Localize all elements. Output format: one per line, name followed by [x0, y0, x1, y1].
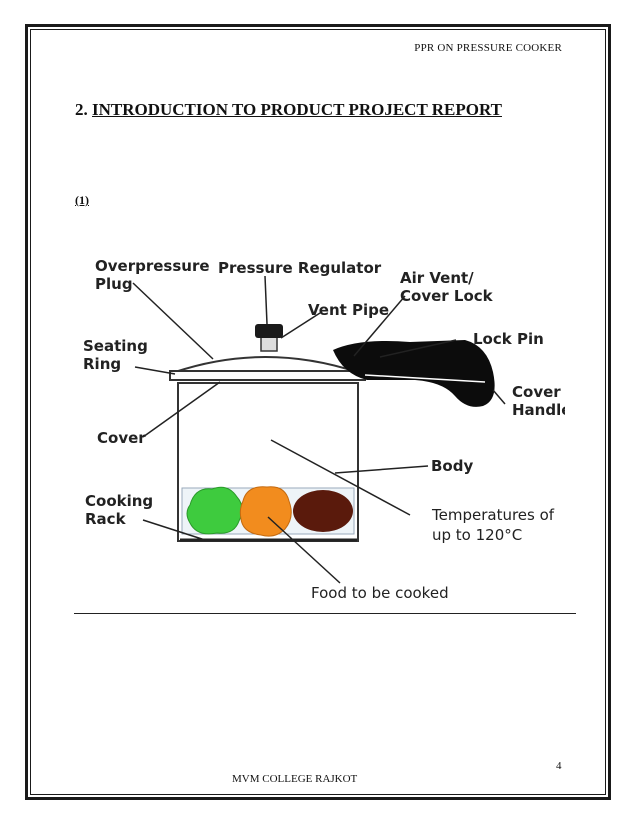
- label-pressure-regulator: Pressure Regulator: [218, 259, 382, 277]
- running-header: PPR ON PRESSURE COOKER: [414, 42, 562, 54]
- label-overpressure-plug: Overpressure Plug: [95, 257, 215, 293]
- label-temperatures: Temperatures of up to 120°C: [431, 506, 559, 544]
- label-seating-ring: Seating Ring: [83, 337, 153, 373]
- footer-college: MVM COLLEGE RAJKOT: [232, 773, 358, 785]
- cover-rim: [169, 370, 366, 381]
- food-green: [186, 486, 243, 535]
- label-cooking-rack: Cooking Rack: [85, 492, 158, 528]
- page-border-inner: [30, 29, 606, 795]
- label-lock-pin: Lock Pin: [473, 330, 544, 348]
- label-body: Body: [431, 457, 473, 475]
- label-food: Food to be cooked: [311, 584, 449, 602]
- label-cover-handle: Cover Handle: [512, 383, 565, 419]
- food-orange: [239, 486, 292, 537]
- label-air-vent: Air Vent/ Cover Lock: [400, 269, 494, 305]
- label-vent-pipe: Vent Pipe: [308, 301, 389, 319]
- pressure-cooker-diagram: Overpressure Plug Pressure Regulator Air…: [83, 257, 565, 602]
- cover-handle: [333, 340, 495, 407]
- page-number: 4: [556, 760, 562, 772]
- section-heading: 2. INTRODUCTION TO PRODUCT PROJECT REPOR…: [75, 100, 502, 120]
- figure-label: (1): [75, 193, 89, 207]
- page-border-outer: [25, 24, 611, 800]
- lock-pin-line: [364, 374, 486, 383]
- cooker-cover: [174, 356, 358, 373]
- pressure-regulator-weight: [255, 324, 283, 338]
- food-brown: [293, 490, 353, 532]
- section-title: INTRODUCTION TO PRODUCT PROJECT REPORT: [92, 100, 502, 119]
- horizontal-rule: [74, 613, 576, 614]
- label-cover: Cover: [97, 429, 146, 447]
- section-number: 2.: [75, 100, 88, 119]
- vent-pipe: [260, 336, 278, 352]
